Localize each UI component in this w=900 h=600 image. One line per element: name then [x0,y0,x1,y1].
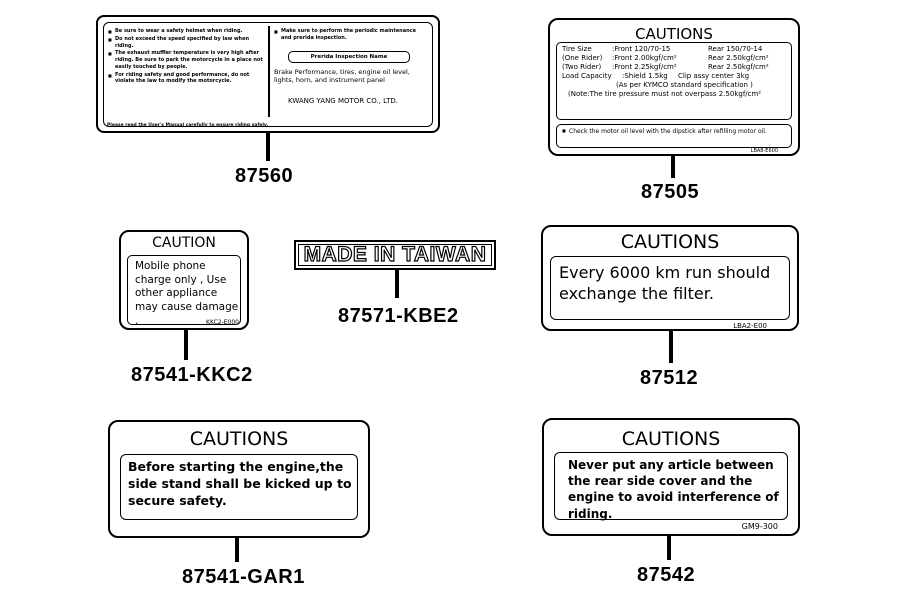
inspection-items: Brake Performance, tires, engine oil lev… [274,68,410,84]
maker-name: KWANG YANG MOTOR CO., LTD. [288,97,399,105]
label-title: CAUTIONS [635,25,713,43]
label-87541-gar1: CAUTIONS Before starting the engine,the … [108,420,370,538]
label-title: CAUTION [152,235,216,251]
label-87560-right-item: Make sure to perform the periodic mainte… [274,28,428,43]
leader-line [266,133,270,161]
label-code: LBA2-E00 [733,322,767,330]
leader-line [395,270,399,298]
label-87512-inner-frame [550,256,790,320]
spec-row-rear: Rear 2.50kgf/cm² [708,54,769,63]
label-87560-footer: Please read the User's Manual carefully … [107,123,269,128]
label-87541-gar1-inner-frame [120,454,358,520]
spec-row-front: :Front 2.00kgf/cm² [612,54,677,63]
label-87560-divider [268,26,270,117]
safety-item: Be sure to wear a safety helmet when rid… [108,28,266,35]
spec-row-rear: Rear 2.50kgf/cm² [708,63,769,72]
spec-row-label: (One Rider) [562,54,603,63]
inspection-title-box: Prerida Inspection Name [288,51,410,63]
label-87571-kbe2: MADE IN TAIWAN [294,240,496,270]
leader-line [184,330,188,360]
spec-row-label: Tire Size [562,45,592,53]
maintenance-item: Make sure to perform the periodic mainte… [274,28,428,42]
leader-line [667,536,671,560]
part-number-87512: 87512 [640,367,699,389]
label-87560-left-items: Be sure to wear a safety helmet when rid… [108,28,266,86]
label-code: KKC2-E000 [206,319,239,326]
spec-row-label: Load Capacity [562,72,612,81]
label-title: CAUTIONS [189,428,289,450]
label-body: Mobile phone charge only , Use other app… [135,260,239,327]
spec-row-rear: Clip assy center 3kg [678,72,750,81]
label-87512: CAUTIONS Every 6000 km run should exchan… [541,225,799,331]
spec-row-rear: Rear 150/70-14 [708,45,763,53]
leader-line [669,331,673,363]
safety-item: Do not exceed the speed specified by law… [108,36,266,50]
label-87560-inner-frame [103,22,433,127]
label-title: CAUTIONS [621,428,721,450]
spec-note: (As per KYMCO standard specification ) [616,81,753,90]
label-body: Before starting the engine,the side stan… [128,459,352,508]
part-number-87541-kkc2: 87541-KKC2 [131,364,253,386]
spec-row: Load Capacity :Shield 1.5kg Clip assy cent… [562,72,769,81]
part-number-87541-gar1: 87541-GAR1 [182,566,305,588]
spec-row-front: :Front 2.25kgf/cm² [612,63,677,72]
label-87541-kkc2-inner-frame [127,255,241,325]
label-title: CAUTIONS [620,231,720,253]
part-number-87571-kbe2: 87571-KBE2 [338,305,459,327]
leader-line [235,538,239,562]
label-87560: Be sure to wear a safety helmet when rid… [96,15,440,133]
part-number-87505: 87505 [641,181,700,203]
label-87542-inner-frame [554,452,788,520]
made-in-taiwan-text: MADE IN TAIWAN [303,242,487,266]
label-body: Every 6000 km run should exchange the fi… [559,263,771,303]
inspection-title: Prerida Inspection Name [310,54,388,60]
spec-row: (One Rider) :Front 2.00kgf/cm² Rear 2.50kg… [562,54,769,63]
spec-row-front: :Front 120/70-15 [612,45,671,53]
safety-item: The exhaust muffler temperature is very … [108,50,266,70]
safety-item: For riding safety and good performance, … [108,72,266,86]
label-body: Never put any article between the rear s… [568,458,779,521]
label-87542: CAUTIONS Never put any article between t… [542,418,800,536]
label-87505-spec-box [556,42,792,120]
spec-row: Tire Size :Front 120/70-15 Rear 150/70-14 [562,45,769,54]
label-87571-kbe2-inner-frame [298,244,492,266]
oil-note-item: Check the motor oil level with the dipst… [562,128,787,135]
label-87505-oil-box [556,124,792,148]
pressure-note: (Note:The tire pressure must not overpas… [568,90,762,99]
spec-row: (Two Rider) :Front 2.25kgf/cm² Rear 2.50kg… [562,63,769,72]
leader-line [671,156,675,178]
label-code: GM9-300 [741,522,778,531]
label-code: LBA8-E600 [750,148,778,154]
label-87505: CAUTIONS Tire Size :Front 120/70-15 Rear 1… [548,18,800,156]
spec-row-front: :Shield 1.5kg [622,72,668,81]
part-number-87560: 87560 [235,165,294,187]
oil-note: Check the motor oil level with the dipst… [562,128,787,136]
part-number-87542: 87542 [637,564,696,586]
label-87541-kkc2: CAUTION Mobile phone charge only , Use o… [119,230,249,330]
spec-row-label: (Two Rider) [562,63,602,72]
